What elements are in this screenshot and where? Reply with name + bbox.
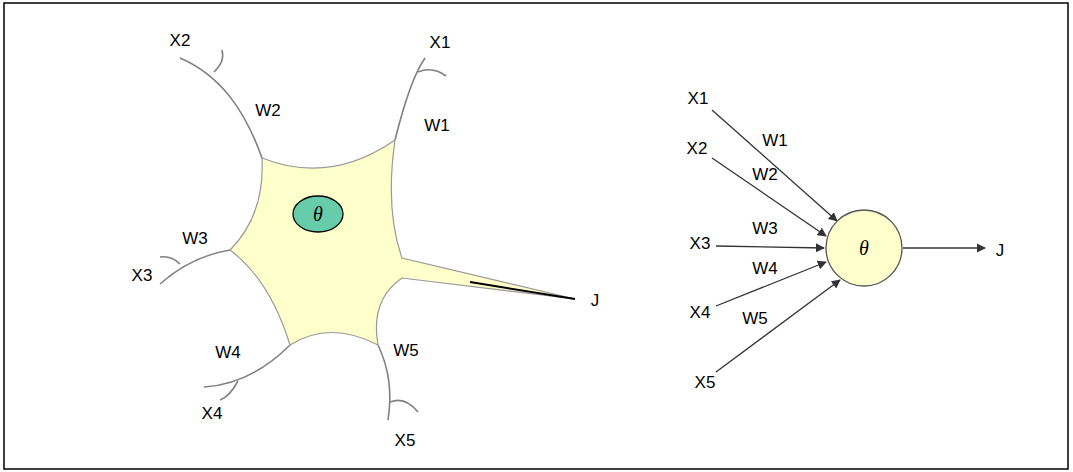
cell-body (230, 140, 575, 345)
node-shape (293, 196, 343, 232)
input-label: X1 (430, 34, 451, 51)
input-label: X1 (688, 90, 709, 107)
weight-label: W5 (393, 342, 419, 359)
input-label: X4 (690, 304, 711, 321)
input-label: X2 (170, 32, 191, 49)
weight-label: W2 (752, 166, 778, 183)
output-label: J (591, 292, 600, 309)
node-shape (826, 210, 902, 286)
frame-border (4, 3, 1068, 469)
input-label: X5 (395, 432, 416, 449)
input-label: X5 (695, 374, 716, 391)
threshold-symbol: θ (859, 238, 869, 258)
weight-label: W3 (752, 220, 778, 237)
weight-label: W4 (752, 260, 778, 277)
input-label: X4 (202, 405, 223, 422)
weight-label: W3 (182, 230, 208, 247)
input-label: X2 (687, 140, 708, 157)
neuron-node: θ (825, 209, 903, 287)
weight-label: W4 (215, 344, 241, 361)
input-label: X3 (690, 235, 711, 252)
threshold-symbol: θ (313, 204, 323, 224)
input-label: X3 (132, 267, 153, 284)
weight-label: W2 (255, 102, 281, 119)
weight-label: W1 (424, 117, 450, 134)
weight-label: W5 (742, 310, 768, 327)
neuron-node: θ (292, 195, 344, 233)
axon-line (470, 282, 575, 299)
input-arrows (712, 110, 985, 372)
output-label: J (996, 242, 1005, 259)
weight-label: W1 (762, 132, 788, 149)
